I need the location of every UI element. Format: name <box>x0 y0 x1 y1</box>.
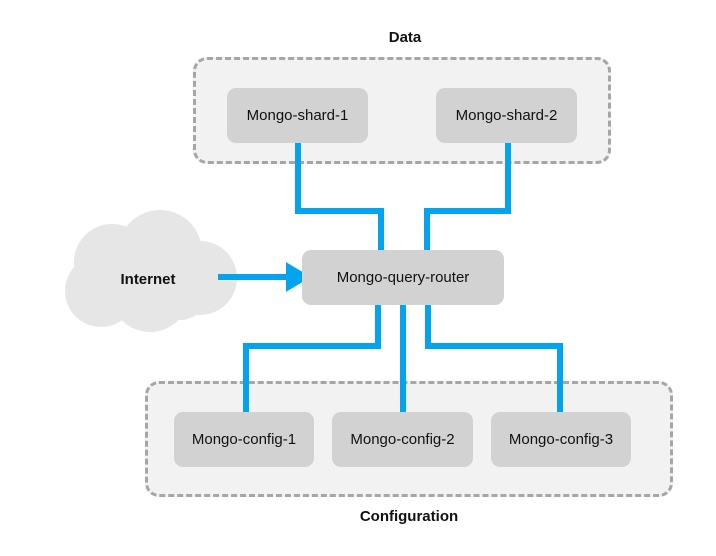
node-mongo-shard-2[interactable]: Mongo-shard-2 <box>436 88 577 143</box>
connector-router-to-config1 <box>243 305 381 412</box>
node-label: Mongo-shard-1 <box>246 107 349 124</box>
internet-label: Internet <box>120 271 176 288</box>
node-mongo-config-1[interactable]: Mongo-config-1 <box>174 412 314 467</box>
node-label: Mongo-query-router <box>336 269 470 286</box>
connector-router-to-config3 <box>425 305 563 412</box>
node-label: Mongo-config-3 <box>508 431 614 448</box>
group-label-configuration: Configuration <box>359 508 459 525</box>
node-label: Mongo-shard-2 <box>455 107 558 124</box>
node-label: Mongo-config-2 <box>350 431 455 448</box>
connector-group <box>218 143 563 412</box>
node-mongo-shard-1[interactable]: Mongo-shard-1 <box>227 88 368 143</box>
node-label: Mongo-config-1 <box>191 431 297 448</box>
node-mongo-config-2[interactable]: Mongo-config-2 <box>332 412 473 467</box>
node-mongo-query-router[interactable]: Mongo-query-router <box>302 250 504 305</box>
node-mongo-config-3[interactable]: Mongo-config-3 <box>491 412 631 467</box>
connector-shard2-to-router <box>424 143 511 250</box>
internet-cloud-icon <box>65 210 237 332</box>
group-label-data: Data <box>388 29 422 46</box>
connector-shard1-to-router <box>295 143 384 250</box>
